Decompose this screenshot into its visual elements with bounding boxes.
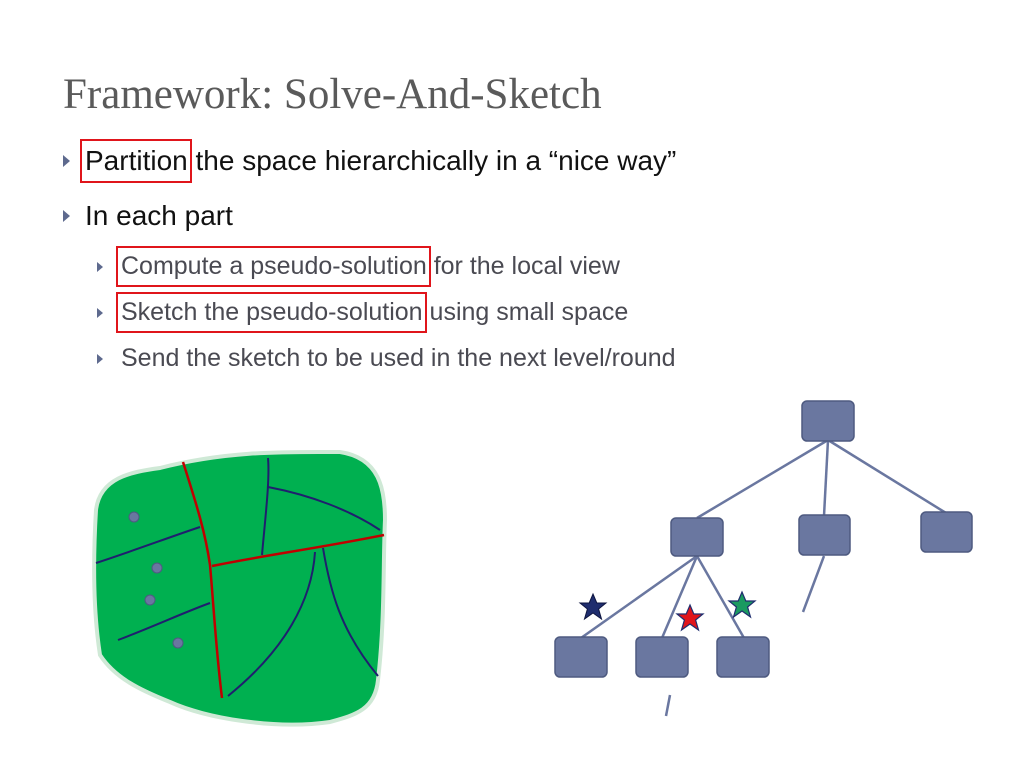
bullet-text: the space hierarchically in a “nice way” <box>187 145 677 176</box>
partition-line-blue <box>267 486 381 531</box>
subbullet-text: for the local view <box>426 252 620 280</box>
partitioned-region <box>92 449 388 727</box>
tree-edge <box>696 438 829 520</box>
bullet-text: In each part <box>85 200 233 231</box>
region-shape <box>92 449 388 727</box>
hierarchy-tree <box>554 400 973 717</box>
partition-line-blue <box>117 602 211 641</box>
star-icon <box>727 590 757 619</box>
star-icon <box>578 592 608 621</box>
data-point <box>144 594 156 606</box>
tree-edge <box>822 439 830 517</box>
tree-edge <box>580 554 698 640</box>
tree-node-leaf <box>716 636 770 678</box>
partition-line-blue <box>95 526 201 564</box>
partition-line-blue <box>322 547 379 677</box>
data-point <box>151 562 163 574</box>
tree-edge <box>801 555 826 613</box>
bullet-each-part: In each part <box>63 200 233 232</box>
partition-line-red <box>181 461 224 699</box>
tree-node <box>798 514 851 556</box>
bullet-arrow-icon <box>63 210 70 222</box>
bullet-arrow-icon <box>97 261 103 272</box>
data-point <box>128 511 140 523</box>
subbullet-text: using small space <box>422 298 629 326</box>
bullet-arrow-icon <box>63 155 70 167</box>
tree-edge <box>660 555 699 639</box>
slide-title: Framework: Solve-And-Sketch <box>63 71 602 118</box>
tree-node <box>670 517 724 557</box>
subbullet-send: Send the sketch to be used in the next l… <box>97 344 676 373</box>
tree-node <box>920 511 973 553</box>
tree-edge <box>664 694 672 717</box>
tree-edge <box>695 555 746 639</box>
partition-line-blue <box>227 551 316 697</box>
subbullet-text: Send the sketch to be used in the next l… <box>121 344 676 372</box>
partition-line-red <box>211 533 385 568</box>
star-icon <box>675 603 705 632</box>
tree-edge <box>827 438 947 515</box>
bullet-partition: Partition the space hierarchically in a … <box>63 139 677 183</box>
data-point <box>172 637 184 649</box>
bullet-arrow-icon <box>97 307 103 318</box>
tree-node-leaf <box>635 636 689 678</box>
partition-line-blue <box>261 457 270 556</box>
tree-node-root <box>801 400 855 442</box>
bullet-arrow-icon <box>97 353 103 364</box>
tree-node-leaf <box>554 636 608 678</box>
